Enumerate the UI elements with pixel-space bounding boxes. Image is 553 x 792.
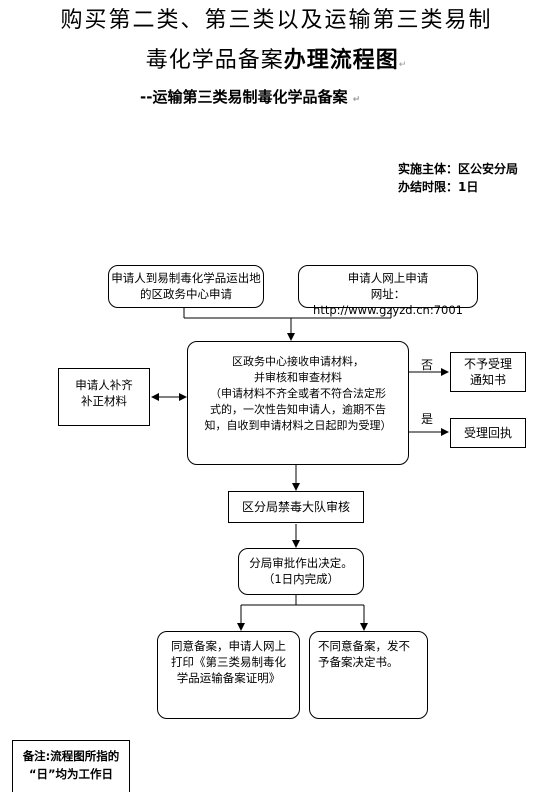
title-line-1: 购买第二类、第三类以及运输第三类易制: [60, 8, 493, 33]
title-line-2: 毒化学品备案办理流程图↵: [145, 48, 408, 73]
narcotics-review-box: 区分局禁毒大队审核: [228, 491, 364, 523]
footnote-box: 备注:流程图所指的 “日”均为工作日: [12, 740, 130, 792]
apply-online-box: 申请人网上申请 网址：http://www.gzyzd.cn:7001: [298, 265, 478, 317]
supplement-materials-box: 申请人补齐 补正材料: [58, 368, 150, 426]
label-yes: 是: [421, 412, 434, 426]
decision-box: 分局审批作出决定。 （1日内完成）: [238, 548, 364, 595]
accept-receipt-box: 受理回执: [450, 418, 526, 448]
label-no: 否: [421, 358, 434, 372]
approve-box: 同意备案，申请人网上 打印《第三类易制毒化 学品运输备案证明》: [157, 631, 300, 719]
title-line-2-normal: 毒化学品备案: [145, 48, 284, 73]
subtitle: --运输第三类易制毒化学品备案 ↵: [140, 88, 361, 106]
reject-notice-box: 不予受理 通知书: [450, 352, 526, 392]
deny-box: 不同意备案，发不 予备案决定书。: [309, 631, 428, 719]
title-line-2-bold: 办理流程图: [283, 48, 399, 73]
time-limit: 办结时限：1日: [398, 180, 479, 194]
implementing-subject: 实施主体：区公安分局: [398, 162, 519, 176]
center-review-box: 区政务中心接收申请材料， 并审核和审查材料 （申请材料不齐全或者不符合法定形 式…: [187, 341, 409, 465]
apply-district-center-box: 申请人到易制毒化学品运出地 的区政务中心申请: [108, 265, 264, 308]
